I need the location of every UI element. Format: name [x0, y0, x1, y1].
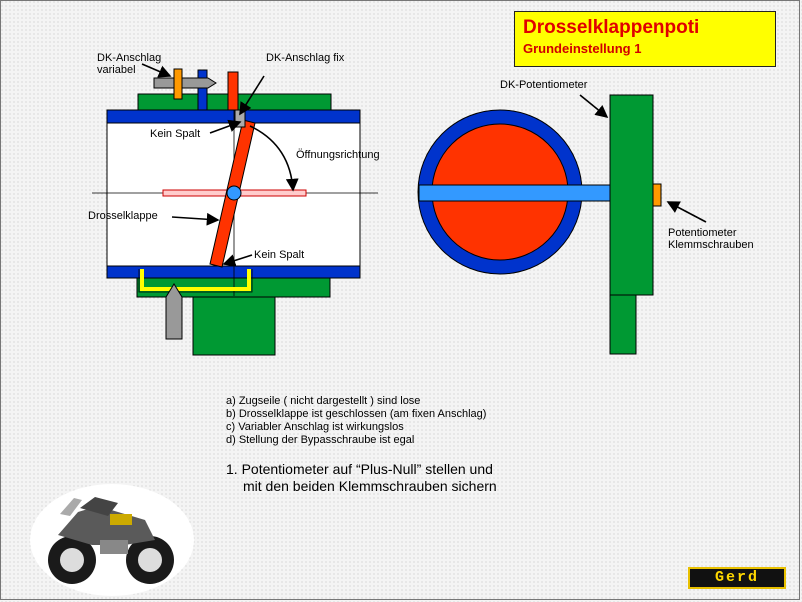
label-kein-spalt-top: Kein Spalt [150, 128, 201, 140]
label-dk-anschlag-variabel: DK-Anschlag variabel [97, 52, 162, 76]
label-dk-anschlag-fix: DK-Anschlag fix [266, 52, 345, 64]
label-oeffnungsrichtung: Öffnungsrichtung [296, 149, 380, 161]
bypass-screw [165, 283, 183, 340]
throttle-body-intake-stub [192, 296, 276, 356]
clamp-screw [652, 183, 662, 207]
note-d: d) Stellung der Bypasschraube ist egal [226, 434, 415, 446]
note-c: c) Variabler Anschlag ist wirkungslos [226, 421, 404, 433]
arrow-clamp-screws [666, 201, 707, 223]
brand-logo: Gerd [688, 567, 786, 589]
label-kein-spalt-bottom: Kein Spalt [254, 249, 305, 261]
title-box: Drosselklappenpoti Grundeinstellung 1 [514, 11, 776, 67]
arrow-drosselklappe [171, 212, 220, 226]
page-subtitle: Grundeinstellung 1 [523, 41, 642, 56]
instruction-step: 1. Potentiometer auf “Plus-Null” stellen… [226, 461, 497, 495]
arrow-variable-stop [141, 63, 172, 78]
throttle-shaft-front [418, 184, 613, 202]
arrow-kein-spalt-top [209, 119, 242, 134]
variable-stop-nut [173, 68, 183, 100]
instruction-line-2: mit den beiden Klemmschrauben sichern [243, 478, 497, 494]
label-potentiometer-klemmschrauben: Potentiometer Klemmschrauben [668, 227, 754, 251]
bore-wall-bottom [106, 265, 361, 279]
fixed-stop [227, 71, 239, 111]
arrow-kein-spalt-bottom [222, 254, 253, 267]
notes-list: a) Zugseile ( nicht dargestellt ) sind l… [226, 395, 486, 447]
label-drosselklappe: Drosselklappe [88, 210, 158, 222]
arrow-opening-direction [249, 125, 299, 192]
instruction-line-1: 1. Potentiometer auf “Plus-Null” stellen… [226, 461, 493, 477]
label-dk-potentiometer: DK-Potentiometer [500, 79, 588, 91]
note-a: a) Zugseile ( nicht dargestellt ) sind l… [226, 395, 421, 407]
bore-wall-top [106, 109, 361, 124]
throttle-shaft [226, 185, 242, 201]
potentiometer-body [609, 94, 654, 296]
bypass-channel-outline [138, 269, 253, 293]
potentiometer-stem [609, 294, 637, 355]
note-b: b) Drosselklappe ist geschlossen (am fix… [226, 408, 487, 420]
page-title: Drosselklappenpoti [523, 17, 700, 38]
motorcycle-icon [30, 484, 194, 596]
arrow-potentiometer [579, 94, 609, 119]
variable-stop-post [197, 69, 208, 111]
bypass-channel [140, 269, 251, 291]
variable-stop-screw [153, 77, 217, 89]
arrow-fixed-stop [239, 75, 265, 116]
